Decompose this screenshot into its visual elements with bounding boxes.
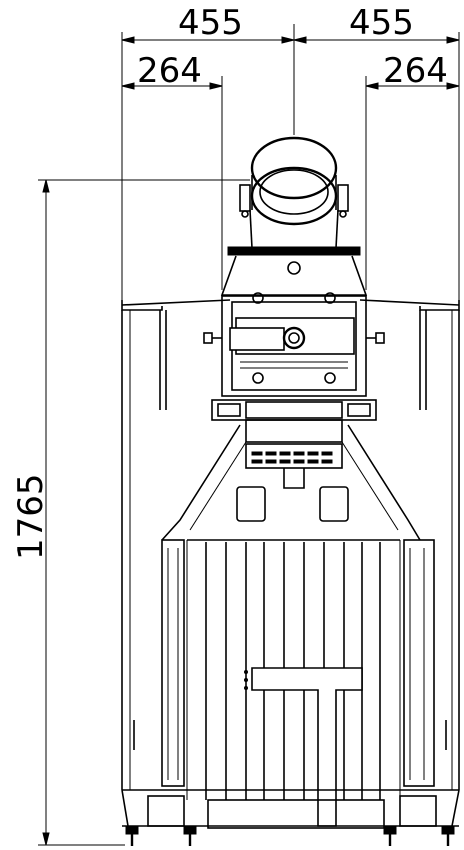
flue-collar bbox=[227, 136, 361, 256]
dim-455-left: 455 bbox=[178, 3, 243, 43]
vent-bracket bbox=[211, 399, 377, 489]
dim-264-left: 264 bbox=[137, 51, 202, 91]
dim-455-right: 455 bbox=[349, 3, 414, 43]
dim-264-right: 264 bbox=[383, 51, 448, 91]
dim-1765-height: 1765 bbox=[11, 473, 51, 560]
base-frame bbox=[121, 789, 460, 846]
dimension-lines bbox=[38, 24, 460, 846]
upper-hood bbox=[121, 255, 460, 311]
vent-slots bbox=[251, 451, 333, 464]
firebox-body bbox=[121, 310, 460, 827]
damper-assembly bbox=[203, 292, 385, 397]
